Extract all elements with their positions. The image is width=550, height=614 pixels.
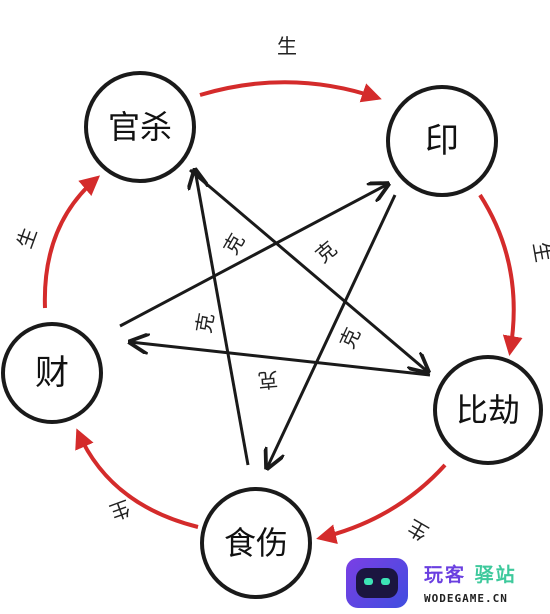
label-ke-5: 克 bbox=[257, 367, 279, 393]
node-yin: 印 bbox=[386, 85, 498, 197]
watermark: 玩客 驿站 WODEGAME.CN bbox=[344, 552, 550, 614]
label-sheng-right: 生 bbox=[528, 240, 550, 264]
node-shishang: 食伤 bbox=[200, 487, 312, 599]
node-guansha: 官杀 bbox=[84, 71, 196, 183]
watermark-title-part1: 玩客 bbox=[424, 564, 467, 586]
node-bijie-label: 比劫 bbox=[456, 391, 520, 429]
arrow-bijie-to-cai bbox=[130, 342, 431, 377]
label-sheng-top: 生 bbox=[277, 34, 297, 58]
label-sheng-bottom-right: 生 bbox=[403, 515, 432, 546]
label-ke-4: 克 bbox=[335, 324, 365, 352]
label-sheng-bottom-left: 生 bbox=[106, 495, 133, 524]
arrow-cai-to-yin bbox=[119, 184, 388, 328]
arrow-cai-to-guansha bbox=[42, 175, 101, 309]
arrow-guansha-to-yin bbox=[199, 80, 382, 103]
node-cai: 财 bbox=[1, 322, 103, 424]
generate-arrows bbox=[42, 80, 523, 544]
arrow-bijie-to-shishang bbox=[316, 463, 447, 544]
node-yin-label: 印 bbox=[425, 121, 459, 161]
node-bijie: 比劫 bbox=[433, 355, 543, 465]
arrow-yin-to-shishang bbox=[267, 194, 397, 468]
node-cai-label: 财 bbox=[35, 353, 69, 393]
arrow-guansha-to-bijie bbox=[189, 168, 428, 372]
arrow-shishang-to-cai bbox=[75, 428, 199, 529]
watermark-url: WODEGAME.CN bbox=[424, 592, 508, 605]
watermark-title: 玩客 驿站 bbox=[424, 560, 517, 587]
node-guansha-label: 官杀 bbox=[108, 108, 172, 146]
label-ke-1: 克 bbox=[219, 229, 250, 258]
robot-logo-icon bbox=[346, 558, 408, 608]
label-sheng-left: 生 bbox=[12, 224, 41, 251]
node-shishang-label: 食伤 bbox=[224, 524, 288, 562]
label-ke-3: 克 bbox=[191, 311, 218, 335]
arrow-yin-to-bijie bbox=[478, 193, 523, 356]
arrow-shishang-to-guansha bbox=[195, 170, 250, 466]
control-arrows bbox=[119, 168, 431, 468]
watermark-title-part2: 驿站 bbox=[474, 564, 517, 586]
label-ke-2: 克 bbox=[311, 236, 342, 267]
